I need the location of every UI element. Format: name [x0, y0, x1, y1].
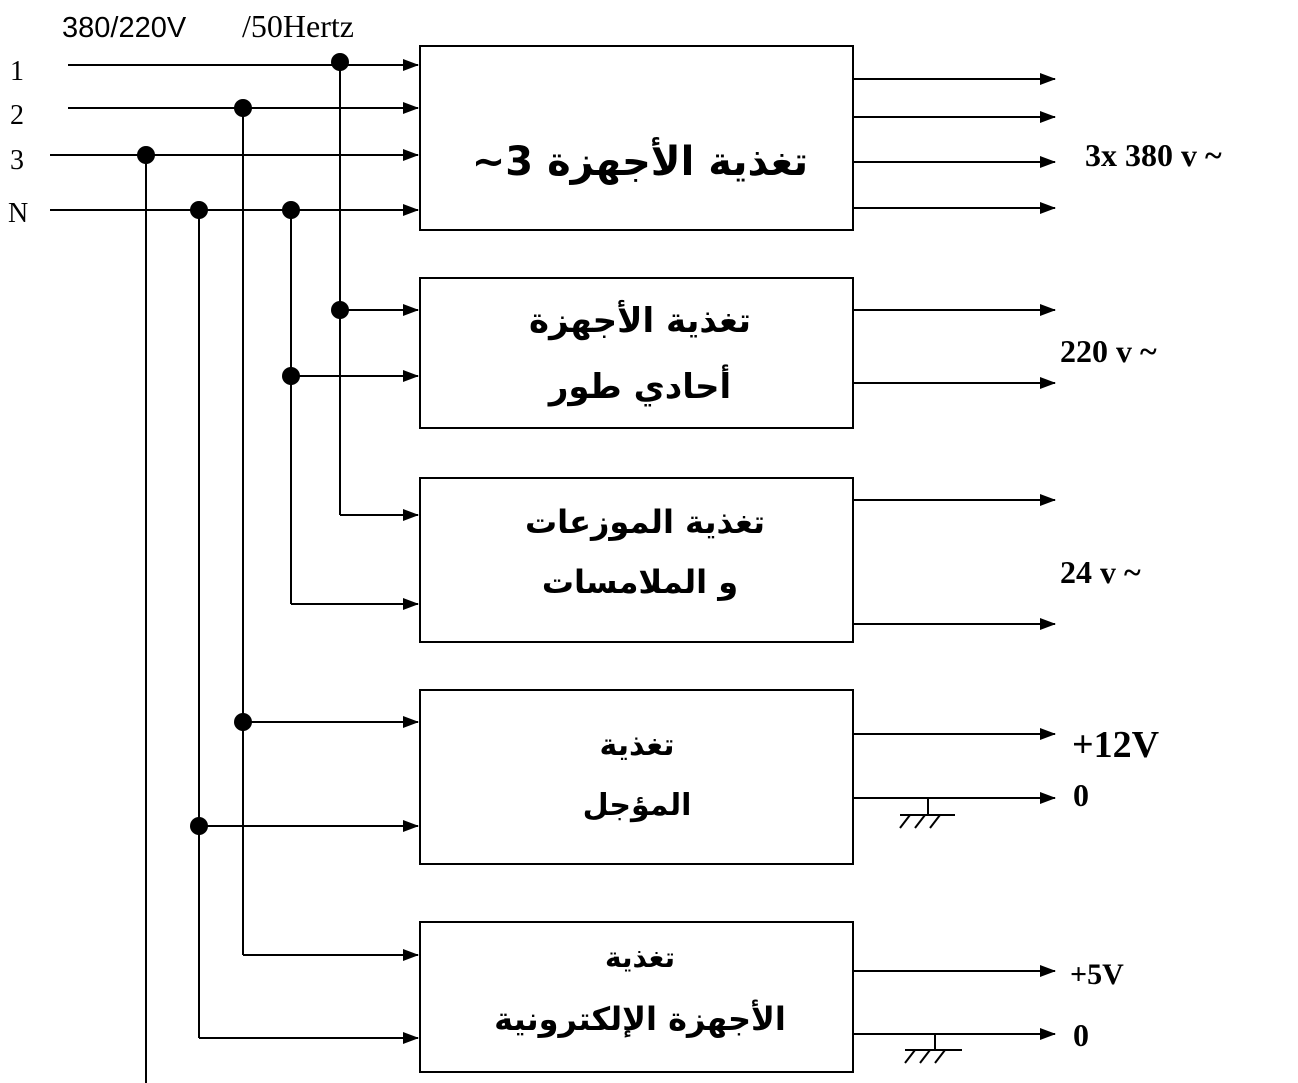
output-label-contactors: 24 v ~ — [1060, 554, 1141, 590]
input-label-2: 2 — [10, 100, 24, 131]
junction-dot — [331, 301, 349, 319]
block-electronics-line1: تغذية — [605, 941, 675, 974]
junction-dots — [137, 53, 349, 835]
block-relay-line2: المؤجل — [583, 788, 692, 823]
input-label-n: N — [8, 198, 28, 229]
output-label-electronics-positive: +5V — [1070, 958, 1124, 991]
block-contactors — [419, 477, 854, 643]
block-contactors-line2: و الملامسات — [542, 563, 738, 601]
block-electronics-line2: الأجهزة الإلكترونية — [494, 999, 786, 1038]
junction-dot — [282, 367, 300, 385]
block-single-phase-line2: أحادي طور — [547, 364, 731, 407]
voltage-label: 380/220V — [62, 12, 187, 44]
input-label-3: 3 — [10, 145, 24, 176]
output-label-three-phase: 3x 380 v ~ — [1085, 137, 1222, 173]
output-label-relay-zero: 0 — [1073, 777, 1089, 813]
block-three-phase — [419, 45, 854, 231]
junction-dot — [137, 146, 155, 164]
block-three-phase-label: تغذية الأجهزة 3~ — [472, 136, 808, 185]
output-lines — [853, 73, 1056, 1040]
ground-icon — [904, 1034, 962, 1064]
output-label-single-phase: 220 v ~ — [1060, 333, 1157, 369]
junction-dot — [190, 201, 208, 219]
block-contactors-line1: تغذية الموزعات — [525, 503, 765, 541]
block-relay-line1: تغذية — [600, 728, 675, 763]
block-single-phase-line1: تغذية الأجهزة — [529, 299, 751, 341]
junction-dot — [331, 53, 349, 71]
output-label-electronics-zero: 0 — [1073, 1017, 1089, 1053]
frequency-label: /50Hertz — [242, 8, 354, 44]
junction-dot — [234, 99, 252, 117]
block-electronics — [419, 921, 854, 1073]
input-label-1: 1 — [10, 56, 24, 87]
junction-dot — [190, 817, 208, 835]
output-label-relay-positive: +12V — [1072, 724, 1160, 766]
bus-lines — [145, 62, 341, 1083]
junction-dot — [234, 713, 252, 731]
input-lines — [50, 59, 419, 216]
branch-lines — [199, 304, 419, 1044]
ground-icon — [899, 798, 955, 829]
block-relay — [419, 689, 854, 865]
junction-dot — [282, 201, 300, 219]
block-single-phase — [419, 277, 854, 429]
